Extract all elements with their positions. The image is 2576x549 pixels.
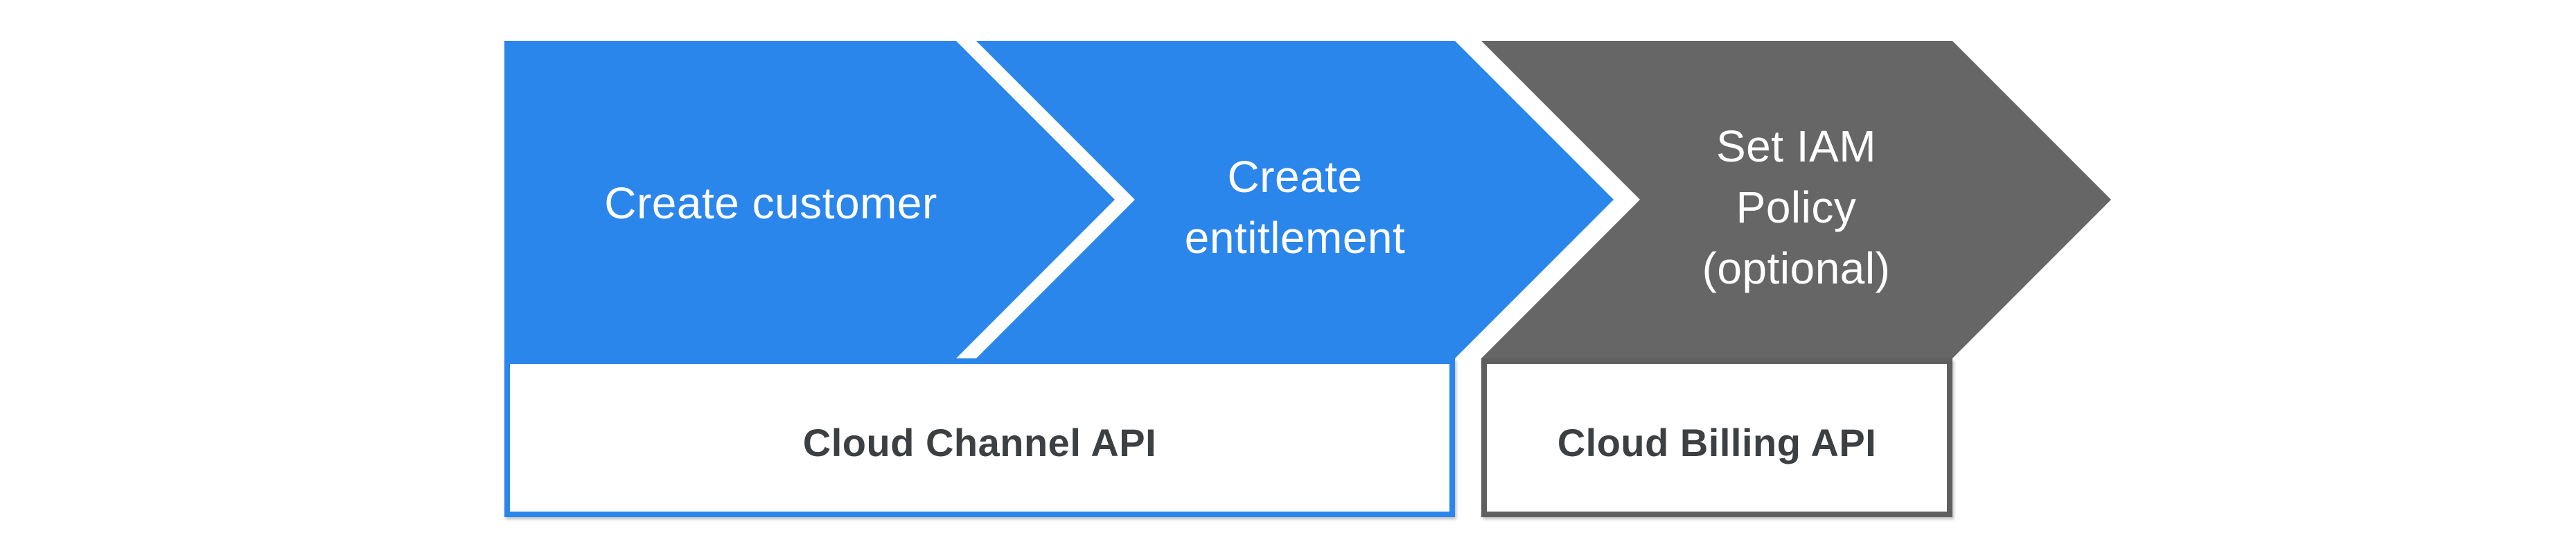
api-box-cloud-billing: Cloud Billing API bbox=[1481, 358, 1952, 517]
step-label-line: Create customer bbox=[604, 178, 937, 228]
step-label-create-entitlement: Create entitlement bbox=[1185, 131, 1406, 268]
step-label-line: Policy bbox=[1736, 182, 1857, 232]
step-label-line: Set IAM bbox=[1715, 121, 1877, 171]
step-label-line: (optional) bbox=[1702, 243, 1891, 293]
step-label-set-iam-policy: Set IAM Policy (optional) bbox=[1702, 101, 1891, 299]
api-box-label-cloud-channel: Cloud Channel API bbox=[802, 421, 1157, 464]
step-label-line: Create bbox=[1227, 152, 1363, 202]
api-box-label-cloud-billing: Cloud Billing API bbox=[1557, 421, 1877, 464]
step-label-create-customer: Create customer bbox=[604, 166, 1015, 234]
step-label-line: entitlement bbox=[1184, 213, 1406, 263]
step-arrow-create-customer: Create customer bbox=[504, 41, 1115, 358]
api-box-cloud-channel: Cloud Channel API bbox=[504, 358, 1455, 517]
